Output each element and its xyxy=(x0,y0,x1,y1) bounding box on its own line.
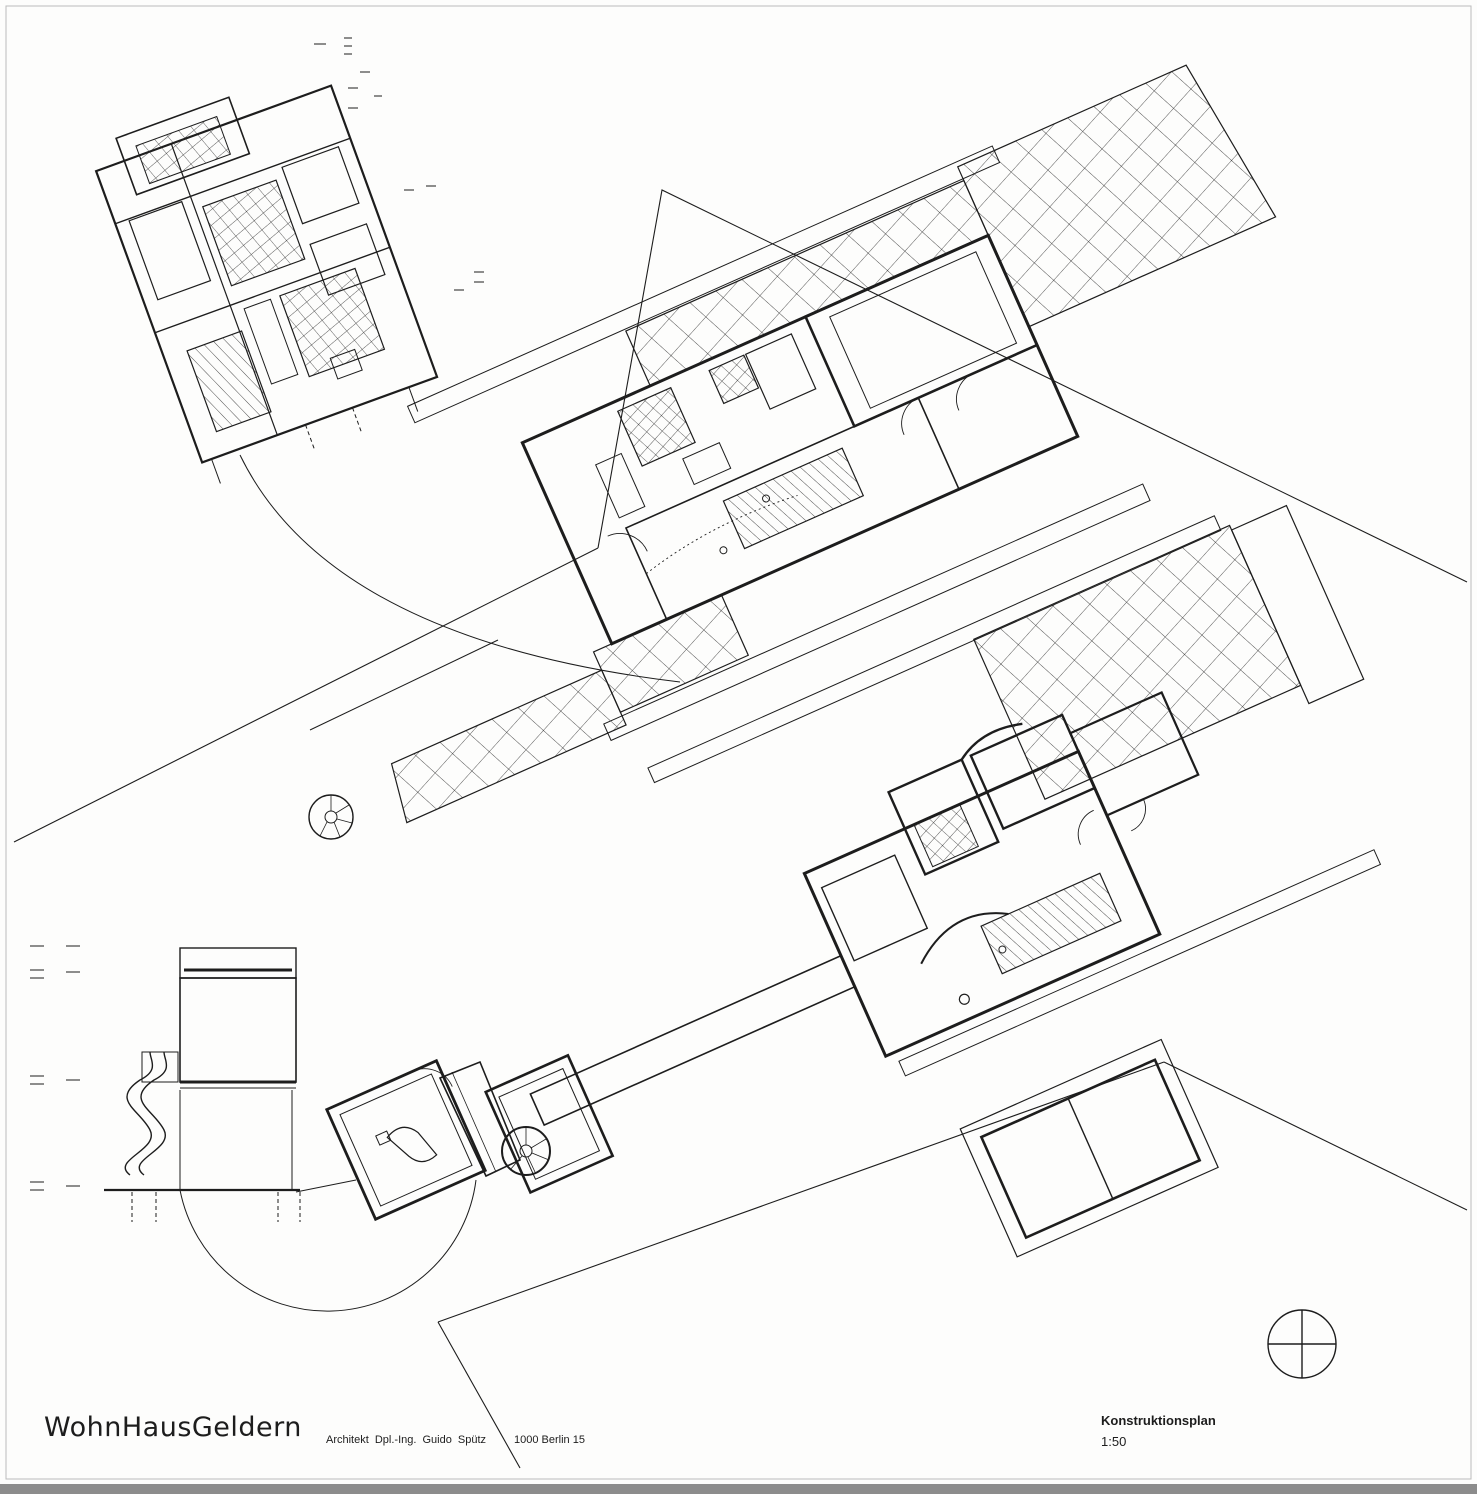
north-arrow-icon xyxy=(1267,1309,1337,1379)
level-markers-lower xyxy=(30,945,80,1191)
architect-address: 1000 Berlin 15 xyxy=(514,1434,585,1446)
elevation-lower xyxy=(104,947,301,1222)
swing-arc-lower xyxy=(179,1179,477,1312)
bridge-walkway xyxy=(438,1060,522,1178)
garage-plan xyxy=(959,1038,1219,1258)
architect-credit: Architekt Dpl.-Ing. Guido Spütz xyxy=(326,1434,487,1446)
swing-arc-large xyxy=(239,454,681,683)
elevation-upper xyxy=(94,84,439,484)
project-title: WohnHausGeldern xyxy=(44,1412,302,1443)
lower-floor-plan xyxy=(483,504,1382,1195)
plan-type-label: Konstruktionsplan xyxy=(1101,1413,1216,1428)
site-outline xyxy=(13,189,1468,1469)
guest-pavilion xyxy=(324,1058,488,1222)
sheet-frame xyxy=(5,5,1472,1480)
level-markers-upper xyxy=(314,37,484,291)
scan-edge xyxy=(0,1484,1477,1494)
spiral-stair-lower xyxy=(501,1126,551,1176)
ground-line xyxy=(295,1179,357,1193)
upper-floor-plan xyxy=(390,64,1277,824)
plan-scale-label: 1:50 xyxy=(1101,1434,1127,1449)
spiral-stair-upper xyxy=(308,794,354,840)
connector-line-upper xyxy=(309,639,499,731)
